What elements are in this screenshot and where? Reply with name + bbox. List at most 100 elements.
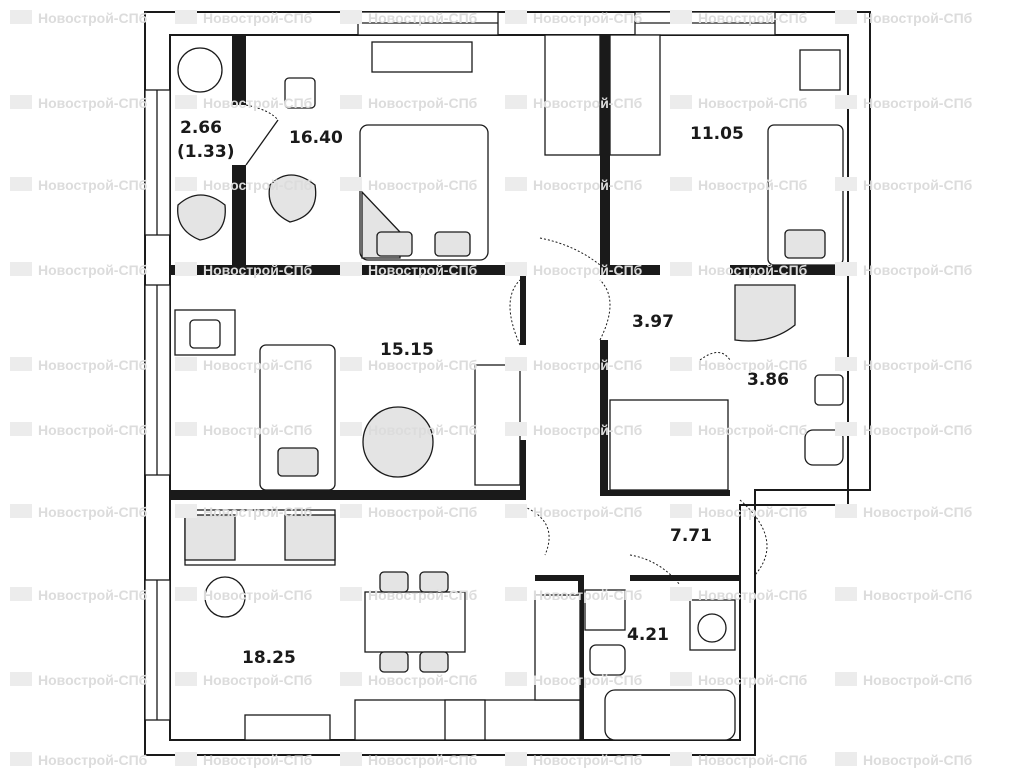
watermark-logo-icon xyxy=(175,752,197,766)
kitchen-living-area: 18.25 xyxy=(242,648,296,668)
watermark-logo-icon xyxy=(835,357,857,371)
watermark-text: Новострой-СПб xyxy=(698,262,808,278)
watermark-logo-icon xyxy=(505,422,527,436)
watermark-text: Новострой-СПб xyxy=(368,357,478,373)
watermark-logo-icon xyxy=(10,357,32,371)
watermark-text: Новострой-СПб xyxy=(38,177,148,193)
watermark-text: Новострой-СПб xyxy=(38,752,148,768)
watermark-text: Новострой-СПб xyxy=(863,10,973,26)
watermark-text: Новострой-СПб xyxy=(38,422,148,438)
watermark-text: Новострой-СПб xyxy=(863,262,973,278)
outer-wall xyxy=(144,11,871,756)
watermark-text: Новострой-СПб xyxy=(203,672,313,688)
watermark-logo-icon xyxy=(10,587,32,601)
watermark-text: Новострой-СПб xyxy=(698,752,808,768)
watermark-logo-icon xyxy=(505,262,527,276)
watermark-logo-icon xyxy=(505,10,527,24)
watermark-text: Новострой-СПб xyxy=(863,95,973,111)
watermark-logo-icon xyxy=(505,357,527,371)
watermark-text: Новострой-СПб xyxy=(203,177,313,193)
watermark-logo-icon xyxy=(670,10,692,24)
watermark-text: Новострой-СПб xyxy=(203,262,313,278)
watermark-logo-icon xyxy=(835,177,857,191)
watermark-logo-icon xyxy=(340,95,362,109)
watermark-logo-icon xyxy=(670,504,692,518)
room-labels: 2.66 (1.33) 16.40 11.05 15.15 3.97 3.86 … xyxy=(177,118,789,668)
watermark-text: Новострой-СПб xyxy=(203,10,313,26)
watermark-logo-icon xyxy=(175,587,197,601)
watermark-logo-icon xyxy=(670,357,692,371)
watermark-logo-icon xyxy=(670,177,692,191)
watermark-logo-icon xyxy=(10,10,32,24)
watermark-text: Новострой-СПб xyxy=(698,422,808,438)
watermark-text: Новострой-СПб xyxy=(203,752,313,768)
watermark-logo-icon xyxy=(175,95,197,109)
watermark-text: Новострой-СПб xyxy=(368,672,478,688)
hall-1-area: 3.97 xyxy=(632,312,674,332)
watermark-text: Новострой-СПб xyxy=(368,95,478,111)
watermark-logo-icon xyxy=(10,177,32,191)
bedroom-1-area: 16.40 xyxy=(289,128,343,148)
watermark-text: Новострой-СПб xyxy=(698,357,808,373)
watermark-logo-icon xyxy=(670,752,692,766)
watermark-text: Новострой-СПб xyxy=(38,10,148,26)
watermark-text: Новострой-СПб xyxy=(38,262,148,278)
watermark-text: Новострой-СПб xyxy=(38,357,148,373)
bedroom-2-area: 11.05 xyxy=(690,124,744,144)
watermark-text: Новострой-СПб xyxy=(203,357,313,373)
bathroom-2-area: 4.21 xyxy=(627,625,669,645)
watermark-logo-icon xyxy=(835,95,857,109)
watermark-text: Новострой-СПб xyxy=(698,10,808,26)
watermark-text: Новострой-СПб xyxy=(533,752,643,768)
watermark-text: Новострой-СПб xyxy=(38,95,148,111)
watermark-text: Новострой-СПб xyxy=(368,752,478,768)
watermark-logo-icon xyxy=(175,357,197,371)
watermark-text: Новострой-СПб xyxy=(38,672,148,688)
watermark-text: Новострой-СПб xyxy=(368,422,478,438)
watermark-logo-icon xyxy=(340,177,362,191)
watermark-text: Новострой-СПб xyxy=(368,177,478,193)
watermark-logo-icon xyxy=(10,752,32,766)
watermark-logo-icon xyxy=(835,10,857,24)
watermark-logo-icon xyxy=(340,672,362,686)
watermark-text: Новострой-СПб xyxy=(533,95,643,111)
watermark-text: Новострой-СПб xyxy=(863,587,973,603)
windows xyxy=(144,11,776,721)
watermark-text: Новострой-СПб xyxy=(533,672,643,688)
watermark-logo-icon xyxy=(175,262,197,276)
watermark-text: Новострой-СПб xyxy=(698,504,808,520)
watermark-text: Новострой-СПб xyxy=(698,587,808,603)
watermark-logo-icon xyxy=(175,422,197,436)
watermark-logo-icon xyxy=(340,422,362,436)
watermark-logo-icon xyxy=(340,752,362,766)
watermark-logo-icon xyxy=(340,262,362,276)
watermark-text: Новострой-СПб xyxy=(368,587,478,603)
watermark-text: Новострой-СПб xyxy=(533,422,643,438)
watermark-logo-icon xyxy=(670,95,692,109)
watermark-text: Новострой-СПб xyxy=(533,357,643,373)
watermark-logo-icon xyxy=(835,504,857,518)
watermark-logo-icon xyxy=(340,504,362,518)
watermark-text: Новострой-СПб xyxy=(203,95,313,111)
watermark-logo-icon xyxy=(835,262,857,276)
watermark-text: Новострой-СПб xyxy=(368,504,478,520)
watermark-logo-icon xyxy=(175,10,197,24)
watermark-logo-icon xyxy=(10,262,32,276)
watermark-logo-icon xyxy=(175,672,197,686)
watermark-logo-icon xyxy=(670,262,692,276)
watermark-logo-icon xyxy=(670,672,692,686)
watermark-logo-icon xyxy=(505,587,527,601)
watermark-logo-icon xyxy=(505,504,527,518)
watermark-text: Новострой-СПб xyxy=(698,95,808,111)
watermark-logo-icon xyxy=(10,672,32,686)
watermark-logo-icon xyxy=(505,177,527,191)
watermark-text: Новострой-СПб xyxy=(863,357,973,373)
watermark-text: Новострой-СПб xyxy=(533,177,643,193)
watermark-logo-icon xyxy=(340,10,362,24)
watermark-logo-icon xyxy=(10,95,32,109)
watermark-logo-icon xyxy=(340,587,362,601)
watermark-text: Новострой-СПб xyxy=(533,10,643,26)
door-swings xyxy=(245,104,768,586)
watermark-text: Новострой-СПб xyxy=(368,262,478,278)
